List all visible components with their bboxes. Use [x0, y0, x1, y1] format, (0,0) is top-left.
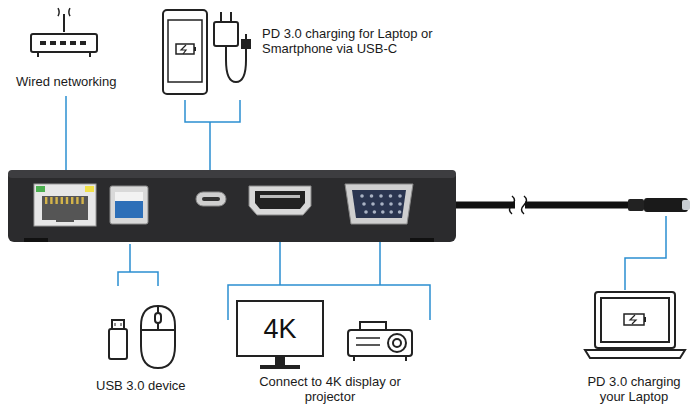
phone-icon: [163, 10, 207, 94]
hdmi-port: [249, 186, 311, 215]
port-caption: Wired networking: [16, 74, 146, 89]
rj45-port: [34, 184, 96, 226]
monitor-screen: 4K: [236, 300, 324, 357]
charger-icon: [214, 12, 250, 82]
port-caption: Connect to 4K display or projector: [256, 374, 404, 404]
laptop-icon: [585, 292, 685, 358]
port-caption: USB 3.0 device: [96, 378, 216, 393]
hub-body: [8, 170, 456, 242]
usb-c-port: [196, 192, 226, 206]
port-caption: PD 3.0 charging your Laptop: [578, 374, 690, 404]
port-caption: PD 3.0 charging for Laptop or Smartphone…: [262, 26, 437, 56]
router-icon: [31, 8, 97, 57]
monitor-stand: [260, 356, 300, 369]
projector-icon: [348, 322, 412, 361]
vga-port: [345, 184, 413, 224]
mouse-icon: [141, 306, 175, 368]
usb-a-port: [110, 186, 148, 224]
cable: [450, 196, 690, 214]
display-resolution: 4K: [263, 314, 296, 344]
flash-drive-icon: [109, 320, 127, 359]
